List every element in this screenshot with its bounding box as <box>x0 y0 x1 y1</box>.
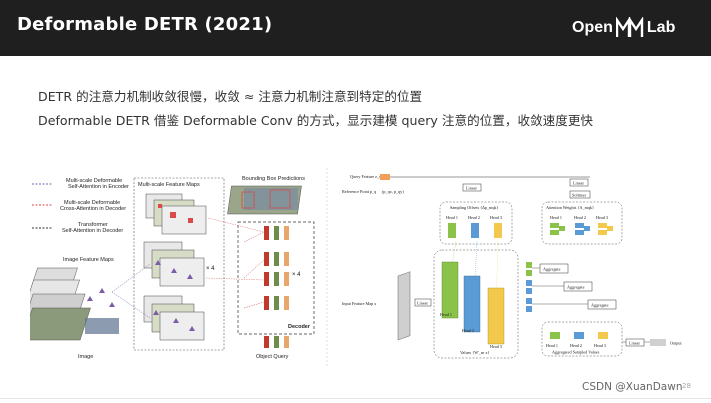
summary-line-2: Deformable DETR 借鉴 Deformable Conv 的方式，显… <box>38 113 594 128</box>
legend-decoder-line2: Cross-Attention in Decoder <box>60 206 126 212</box>
openmmlab-logo: Open Lab <box>572 16 675 40</box>
image-feature-maps-label: Image Feature Maps <box>63 257 114 263</box>
object-query-label: Object Query <box>256 354 289 360</box>
input-feature-map-label: Input Feature Map x <box>342 301 377 306</box>
reference-coords: (p_qx, p_qy) <box>382 189 404 195</box>
sampling-offsets-group <box>439 201 513 245</box>
attention-weights-group <box>541 201 623 245</box>
value-head-3 <box>487 287 505 345</box>
image-label: Image <box>78 354 93 360</box>
summary-line-1: DETR 的注意力机制收敛很慢，收敛 ≈ 注意力机制注意到特定的位置 <box>38 89 423 104</box>
aggregated-values-group <box>541 321 623 357</box>
decoder-label: Decoder <box>288 324 311 330</box>
csdn-watermark: CSDN @XuanDawn <box>582 381 683 393</box>
softmax-box: Softmax <box>572 193 587 198</box>
query-feature-block <box>380 174 390 180</box>
mm-logo-icon <box>615 17 644 37</box>
multi-scale-stacks <box>111 193 207 341</box>
aggregate-1: Aggregate <box>543 267 561 272</box>
attention-weights-label: Attention Weights {A_mqk} <box>546 205 594 210</box>
bbox-image <box>227 185 302 215</box>
linear-top-left: Linear <box>466 186 478 191</box>
query-feature-label: Query Feature z_q <box>350 174 382 179</box>
legend-transformer-line1: Transformer <box>78 222 108 228</box>
agg-head-2: Head 2 <box>570 343 582 348</box>
reference-point-label: Reference Point p_q <box>342 189 377 194</box>
multi-scale-box <box>133 177 225 351</box>
value-head-2 <box>463 275 481 333</box>
values-label: Values {W'_m x} <box>460 350 489 355</box>
decoder-box <box>237 221 315 335</box>
logo-text-open: Open <box>572 19 613 36</box>
bbox-predictions-label: Bounding Box Predictions <box>242 176 305 182</box>
output-block <box>650 339 666 346</box>
offset-head-1: Head 1 <box>446 215 458 220</box>
aggregated-values-label: Aggregated Sampled Values <box>552 350 600 355</box>
page-number: 28 <box>682 382 691 390</box>
linear-top-right: Linear <box>573 181 585 186</box>
linear-out: Linear <box>629 341 641 346</box>
aggregate-2: Aggregate <box>567 285 585 290</box>
legend-transformer-line2: Self-Attention in Decoder <box>62 228 123 234</box>
multi-scale-title: Multi-scale Feature Maps <box>138 182 200 188</box>
logo-text-lab: Lab <box>646 19 676 36</box>
bottom-rule <box>0 398 711 399</box>
values-group <box>433 249 519 359</box>
legend-encoder-line1: Multi-scale Deformable <box>66 178 122 184</box>
value-head-1 <box>441 261 459 319</box>
linear-mid: Linear <box>417 301 429 306</box>
agg-head-3: Head 3 <box>594 343 606 348</box>
agg-head-1: Head 1 <box>546 343 558 348</box>
output-label: Output <box>670 341 682 346</box>
weight-head-3: Head 3 <box>596 215 608 220</box>
value-head-2-label: Head 2 <box>462 328 474 333</box>
input-feature-map <box>397 271 411 341</box>
times4-encoder: × 4 <box>206 266 215 272</box>
weight-head-1: Head 1 <box>550 215 562 220</box>
times4-decoder: × 4 <box>292 272 301 278</box>
legend-encoder-line2: Self-Attention in Encoder <box>68 184 129 190</box>
slide-title: Deformable DETR (2021) <box>17 14 273 35</box>
value-head-1-label: Head 1 <box>440 312 452 317</box>
sampling-offsets-label: Sampling Offsets {Δp_mqk} <box>450 205 499 210</box>
weight-head-2: Head 2 <box>574 215 586 220</box>
decoder-blocks <box>205 217 289 348</box>
slide-header: Deformable DETR (2021) Open Lab <box>0 0 711 56</box>
aggregate-3: Aggregate <box>591 303 609 308</box>
offset-head-3: Head 3 <box>490 215 502 220</box>
image-stack <box>30 267 119 341</box>
value-head-3-label: Head 3 <box>490 344 502 349</box>
deformable-detr-figure: Multi-scale Deformable Self-Attention in… <box>30 168 682 368</box>
offset-head-2: Head 2 <box>468 215 480 220</box>
legend-decoder-line1: Multi-scale Deformable <box>64 200 120 206</box>
legend: Multi-scale Deformable Self-Attention in… <box>32 178 129 234</box>
